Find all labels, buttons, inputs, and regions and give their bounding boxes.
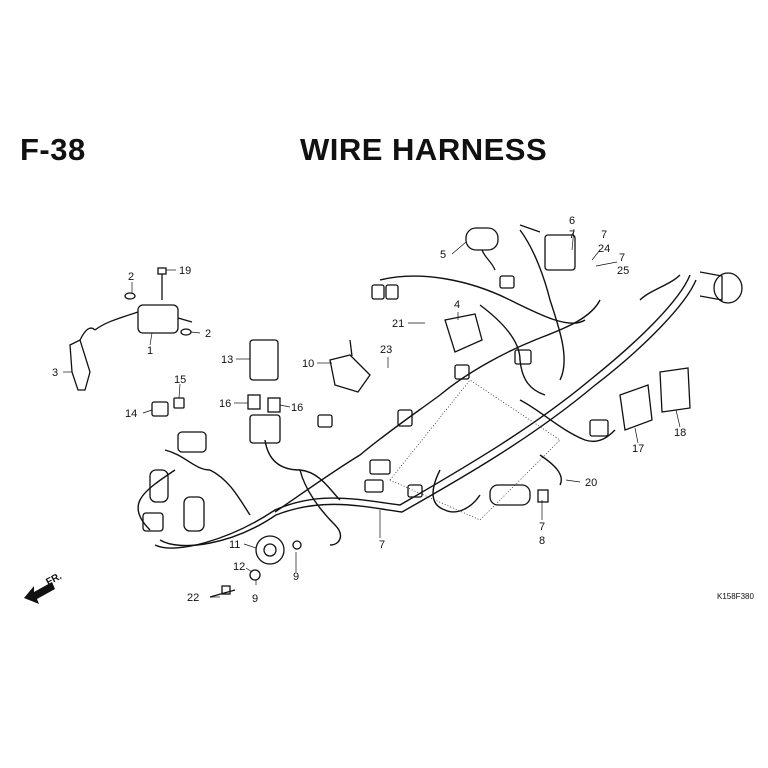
sensors [142, 431, 207, 532]
page-title: WIRE HARNESS [300, 132, 548, 167]
ignition-switch-connector [699, 271, 743, 304]
frame-outline [389, 379, 561, 521]
callout-7: 7 [601, 229, 607, 241]
callout-20: 20 [585, 477, 597, 489]
callout-24: 24 [598, 243, 610, 255]
callout-19: 19 [179, 265, 191, 277]
callout-13: 13 [221, 354, 233, 366]
callout-7: 7 [619, 252, 625, 264]
callout-18: 18 [674, 427, 686, 439]
bolt-19 [157, 267, 167, 300]
callout-10: 10 [302, 358, 314, 370]
callout-9: 9 [293, 571, 299, 583]
callout-labels: 1 2 2 3 4 5 6 7 7 7 7 7 8 9 9 10 11 12 1… [52, 215, 686, 605]
callout-4: 4 [454, 299, 460, 311]
nut-2 [124, 292, 192, 336]
relay-14 [151, 397, 185, 417]
callout-14: 14 [125, 408, 137, 420]
relay-13 [249, 339, 279, 381]
horn-11 [255, 535, 285, 565]
callout-16: 16 [219, 398, 231, 410]
ignition-coil [94, 304, 193, 334]
ecu-17 [619, 384, 653, 431]
figure-code: F-38 [20, 132, 86, 167]
callout-17: 17 [632, 443, 644, 455]
callout-6: 6 [569, 215, 575, 227]
condenser-5 [465, 227, 499, 271]
callout-8: 8 [539, 535, 545, 547]
diagram-code: K158F380 [717, 592, 754, 601]
front-arrow-icon [24, 582, 55, 604]
callout-3: 3 [52, 367, 58, 379]
callout-25: 25 [617, 265, 629, 277]
callout-23: 23 [380, 344, 392, 356]
switch-10 [329, 339, 371, 393]
callout-5: 5 [440, 249, 446, 261]
callout-15: 15 [174, 374, 186, 386]
module-18 [659, 367, 691, 413]
callout-2: 2 [205, 328, 211, 340]
fasteners [209, 540, 302, 598]
callout-1: 1 [147, 345, 153, 357]
connector-block-6 [519, 224, 576, 271]
filter-connector [489, 484, 549, 506]
main-harness [137, 229, 697, 549]
leader-lines [63, 228, 681, 598]
callout-16: 16 [291, 402, 303, 414]
callout-2: 2 [128, 271, 134, 283]
callout-7: 7 [379, 539, 385, 551]
callout-7: 7 [539, 521, 545, 533]
regulator-4 [444, 313, 483, 353]
spark-plug-cap [69, 327, 96, 391]
callout-22: 22 [187, 592, 199, 604]
fuse-box-16 [247, 394, 281, 444]
connectors [317, 275, 609, 498]
callout-9: 9 [252, 593, 258, 605]
callout-7: 7 [569, 229, 575, 241]
callout-11: 11 [229, 539, 240, 551]
callout-21: 21 [392, 318, 404, 330]
callout-12: 12 [233, 561, 245, 573]
